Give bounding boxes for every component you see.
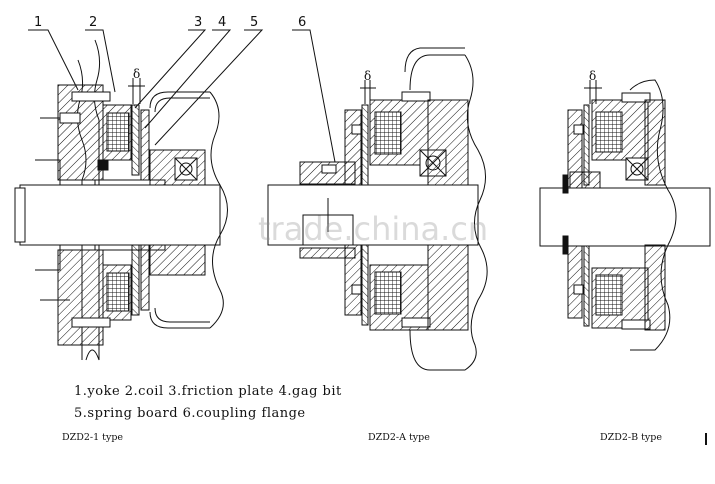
coil-top (106, 112, 130, 152)
yoke-bottom (57, 249, 104, 346)
spring-board (149, 91, 210, 329)
leader-lines (28, 29, 336, 163)
callout-1: 1 (34, 15, 42, 30)
type-label-dzd2-a: DZD2-A type (368, 432, 430, 443)
callout-5: 5 (250, 15, 258, 30)
type-label-dzd2-1: DZD2-1 type (62, 432, 124, 443)
type-label-dzd2-b: DZD2-B type (600, 432, 662, 443)
legend-line-2: 5.spring board 6.coupling flange (74, 406, 306, 421)
edge-mark (705, 433, 707, 445)
gap-symbol-1: δ (133, 67, 140, 81)
gap-symbol-2: δ (364, 69, 371, 83)
diagram-dzd2-b (539, 79, 711, 351)
callout-2: 2 (89, 15, 97, 30)
friction-plate (131, 104, 140, 176)
gap-symbol-3: δ (589, 69, 596, 83)
shaft (19, 184, 221, 246)
coil-bottom (106, 272, 130, 312)
callout-6: 6 (298, 15, 306, 30)
legend-line-1: 1.yoke 2.coil 3.friction plate 4.gag bit (74, 384, 342, 399)
callout-4: 4 (218, 15, 226, 30)
watermark: trade.china.cn (258, 210, 489, 248)
diagram-dzd2-1 (14, 39, 228, 361)
diagram-dzd2-a (267, 47, 488, 371)
callout-3: 3 (194, 15, 202, 30)
